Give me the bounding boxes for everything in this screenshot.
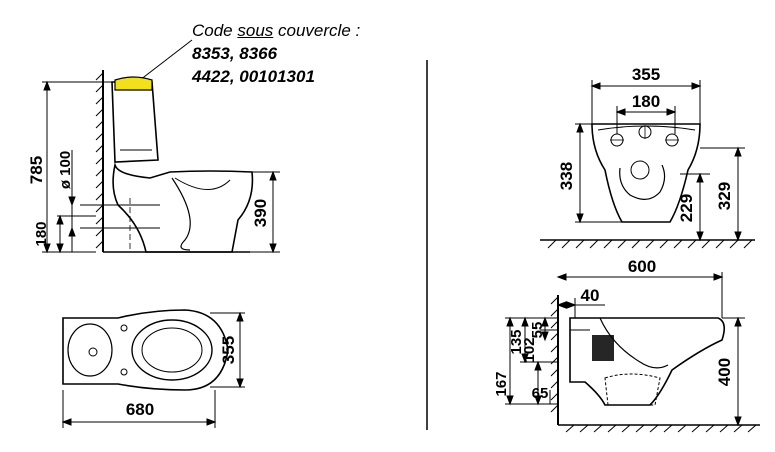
dim-400-label: 400 xyxy=(715,358,734,386)
dim-wall-355 xyxy=(590,80,702,124)
close-coupled-side-view xyxy=(80,70,254,253)
dim-229 xyxy=(680,172,710,242)
lid-code-suffix: couvercle : xyxy=(273,21,361,40)
close-coupled-top-view xyxy=(62,309,229,391)
dim-400 xyxy=(722,316,745,427)
dim-680 xyxy=(61,390,217,428)
dim-167-label: 167 xyxy=(493,371,510,396)
dim-680-label: 680 xyxy=(126,400,154,419)
dim-top-355-label: 355 xyxy=(219,336,238,364)
dim-180 xyxy=(56,214,96,254)
dim-600 xyxy=(556,272,724,318)
bowl-side-outline xyxy=(112,161,254,253)
floor-hatch-front xyxy=(540,239,755,249)
dim-102-label: 102 xyxy=(521,337,538,362)
annotation-pointer-line xyxy=(139,39,193,81)
wall-hung-side-view xyxy=(557,295,726,425)
dim-390 xyxy=(245,170,280,254)
dim-wall-355-label: 355 xyxy=(632,65,660,84)
top-view-seat xyxy=(131,319,213,381)
dim-135-label: 135 xyxy=(508,329,525,354)
lid-codes-line-1: 8353, 8366 xyxy=(192,44,278,63)
cistern-lid xyxy=(114,76,153,91)
dim-338-label: 338 xyxy=(557,162,576,190)
dim-40 xyxy=(556,298,605,318)
dim-329 xyxy=(700,146,745,242)
lid-code-annotation: Code sous couvercle : 8353, 8366 4422, 0… xyxy=(192,20,432,88)
dim-55-label: 55 xyxy=(529,322,546,339)
dim-785 xyxy=(42,80,112,254)
top-view-outline xyxy=(62,309,229,391)
lid-codes-line-2: 4422, 00101301 xyxy=(192,67,315,86)
lid-code-title: Code sous couvercle : xyxy=(192,20,432,42)
dim-40-label: 40 xyxy=(581,286,600,305)
top-view-tank xyxy=(67,323,113,377)
dim-785-label: 785 xyxy=(27,156,46,184)
dim-pipe-diameter-label: ø 100 xyxy=(57,151,74,189)
lid-code-prefix: Code xyxy=(192,21,238,40)
dim-338 xyxy=(575,122,622,224)
dim-65-label: 65 xyxy=(532,385,549,402)
floor-hatch-side xyxy=(558,424,760,433)
dim-top-355 xyxy=(210,311,245,389)
dim-pipe-diameter xyxy=(68,150,76,252)
dim-180-label: 180 xyxy=(33,221,50,246)
dim-600-label: 600 xyxy=(628,257,656,276)
bowl-side-view-outline xyxy=(569,317,726,406)
dim-wall-180-label: 180 xyxy=(632,92,660,111)
side-wall-hatching xyxy=(550,296,559,413)
dim-329-label: 329 xyxy=(715,182,734,210)
dim-side-left-stack xyxy=(505,316,558,406)
bowl-front-outline xyxy=(591,123,701,223)
dim-390-label: 390 xyxy=(251,199,270,227)
wall-hatching xyxy=(95,72,104,249)
lid-code-underlined-word: sous xyxy=(237,21,274,40)
dim-229-label: 229 xyxy=(677,194,696,222)
connector-block xyxy=(592,335,614,361)
dim-wall-180 xyxy=(615,106,677,134)
